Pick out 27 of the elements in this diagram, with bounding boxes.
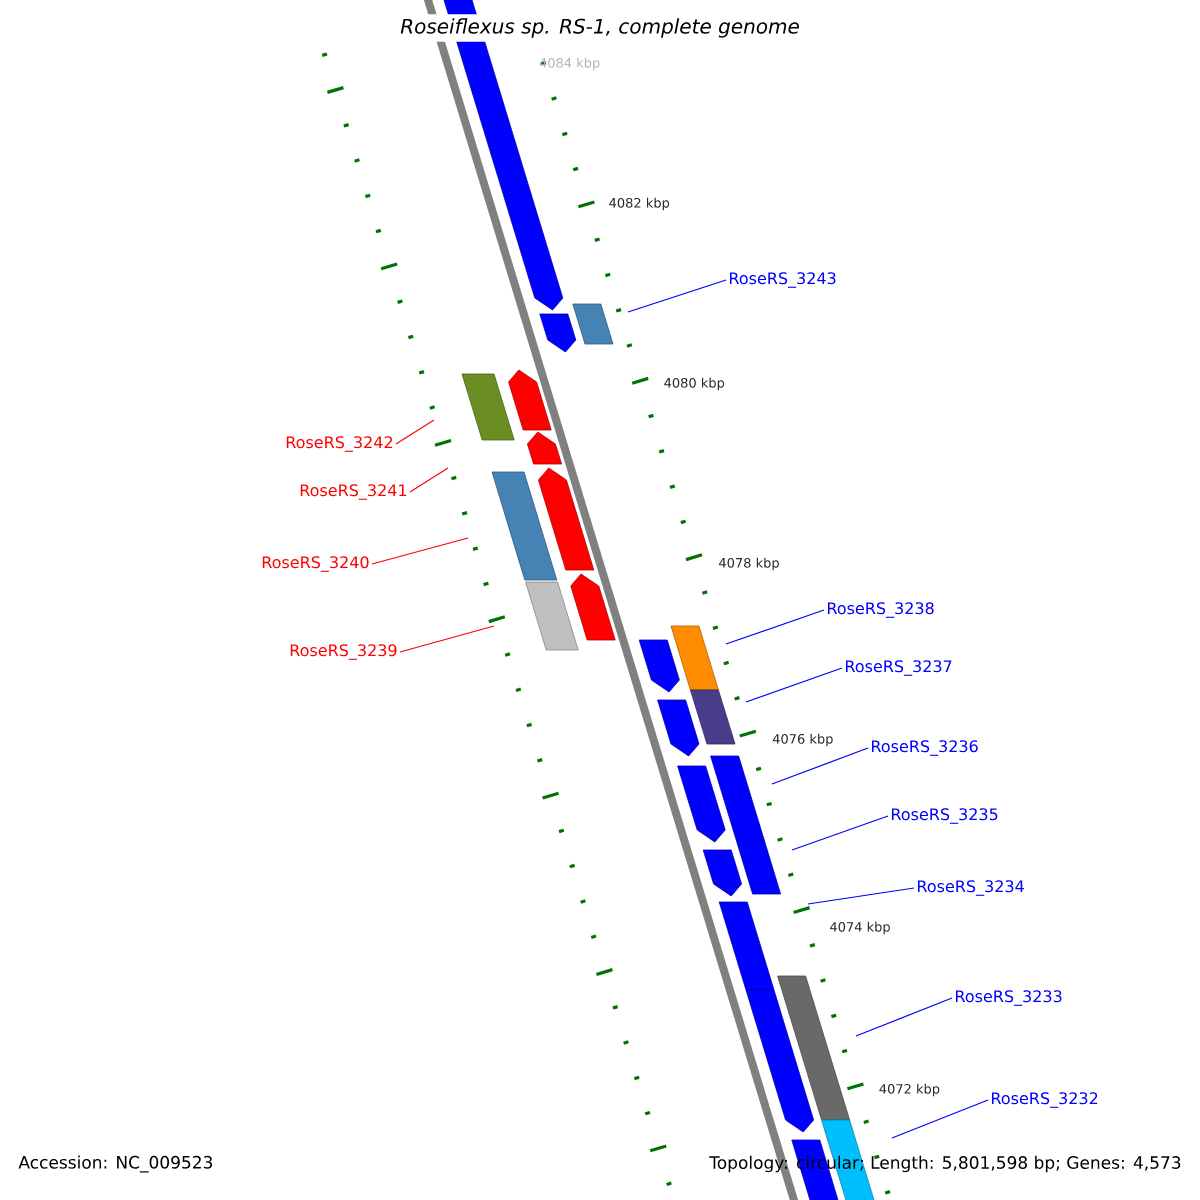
leader-line (399, 625, 495, 653)
leader-line (395, 419, 435, 445)
leader-line (891, 1099, 989, 1139)
gene-label: RoseRS_3236 (872, 740, 978, 756)
leader-line (627, 279, 727, 313)
leader-line (791, 815, 889, 851)
gene-label: RoseRS_3243 (730, 272, 836, 288)
footer-text: Topology: circular; Length: 5,801,598 bp; Genes: 4,573 (709, 1155, 1181, 1173)
leader-line (409, 467, 449, 493)
gene-label: RoseRS_3240 (262, 556, 369, 572)
gene-label: RoseRS_3237 (846, 660, 952, 676)
leader-line (745, 667, 843, 703)
gene-label: RoseRS_3232 (992, 1092, 1098, 1108)
title: Roseiflexus sp. RS-1, complete genome (396, 14, 804, 42)
gene-label: RoseRS_3238 (828, 602, 934, 618)
gene-label: RoseRS_3239 (290, 644, 397, 660)
leader-line (855, 997, 953, 1037)
gene-label: RoseRS_3241 (300, 484, 407, 500)
gene-label: RoseRS_3233 (956, 990, 1062, 1006)
leader-line (771, 747, 869, 785)
gene-label: RoseRS_3235 (892, 808, 998, 824)
gene-label: RoseRS_3234 (918, 880, 1024, 896)
leader-line (371, 537, 469, 565)
leader-line (807, 887, 915, 905)
gene-label: RoseRS_3242 (286, 436, 392, 452)
footer-text: Accession: NC_009523 (18, 1155, 212, 1173)
leader-line (725, 609, 825, 645)
